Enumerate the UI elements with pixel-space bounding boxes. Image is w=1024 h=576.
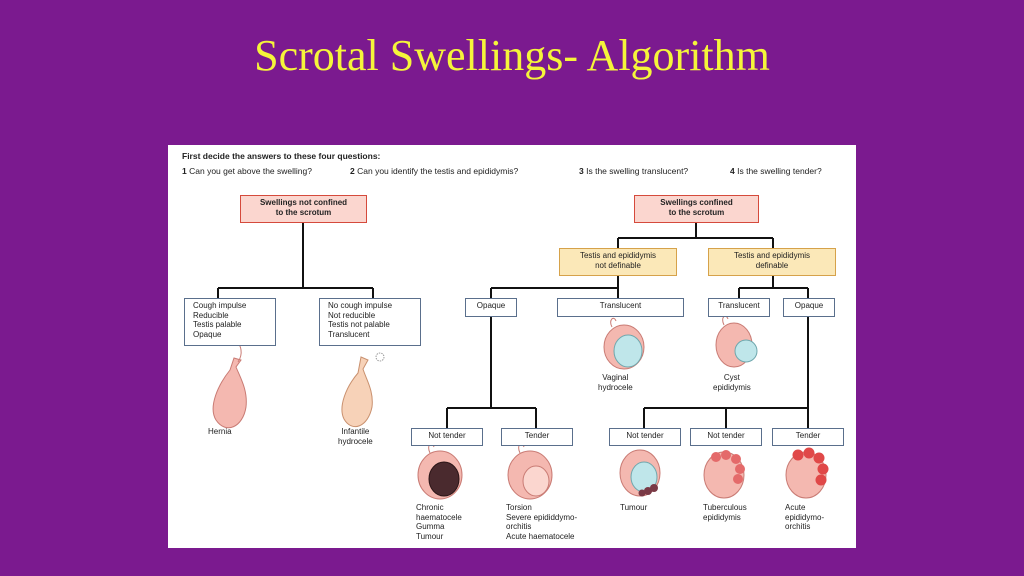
slide-title: Scrotal Swellings- Algorithm (254, 31, 770, 80)
node-tender-1: Tender (501, 428, 573, 446)
tuberculous-epididymis-illustration (703, 450, 745, 499)
node-opaque-left: Opaque (465, 298, 517, 317)
node-confined: Swellings confined to the scrotum (634, 195, 759, 223)
question-1: 1 Can you get above the swelling? (182, 166, 312, 176)
header-intro: First decide the answers to these four q… (182, 151, 381, 161)
caption-tumour: Tumour (620, 503, 648, 512)
caption-tuberculous-epididymis: Tuberculous epididymis (703, 503, 747, 522)
caption-acute-epididymo-orchitis: Acute epididymo- orchitis (785, 503, 825, 531)
hernia-illustration (212, 342, 247, 429)
node-not-confined: Swellings not confined to the scrotum (240, 195, 367, 223)
node-not-definable: Testis and epididymis not definable (559, 248, 677, 276)
tumour-illustration (619, 449, 661, 497)
caption-chronic-haematocele: Chronic haematocele Gumma Tumour (416, 503, 462, 541)
vaginal-hydrocele-illustration (603, 317, 645, 370)
torsion-illustration (507, 443, 553, 500)
caption-vaginal-hydrocele: Vaginal hydrocele (598, 373, 633, 392)
cyst-epididymis-illustration (715, 315, 758, 368)
algorithm-figure: First decide the answers to these four q… (168, 145, 856, 548)
caption-hernia: Hernia (208, 427, 232, 436)
node-translucent-right: Translucent (708, 298, 770, 317)
chronic-haematocele-illustration (417, 443, 463, 500)
node-not-tender-1: Not tender (411, 428, 483, 446)
node-definable: Testis and epididymis definable (708, 248, 836, 276)
connector-lines (212, 223, 829, 500)
infantile-hydrocele-illustration (341, 352, 385, 428)
node-tender-2: Tender (772, 428, 844, 446)
question-4: 4 Is the swelling tender? (730, 166, 822, 176)
question-2: 2 Can you identify the testis and epidid… (350, 166, 519, 176)
node-translucent-left: Translucent (557, 298, 684, 317)
node-not-tender-2: Not tender (609, 428, 681, 446)
caption-torsion: Torsion Severe epididdymo- orchitis Acut… (506, 503, 578, 541)
caption-infantile-hydrocele: Infantile hydrocele (338, 427, 373, 446)
node-opaque-right: Opaque (783, 298, 835, 317)
question-3: 3 Is the swelling translucent? (579, 166, 689, 176)
caption-cyst-epididymis: Cyst epididymis (713, 373, 751, 392)
node-not-tender-3: Not tender (690, 428, 762, 446)
node-no-cough-impulse: No cough impulse Not reducible Testis no… (319, 298, 421, 346)
node-cough-impulse: Cough impulse Reducible Testis palable O… (184, 298, 276, 346)
acute-epididymo-orchitis-illustration (785, 447, 829, 499)
